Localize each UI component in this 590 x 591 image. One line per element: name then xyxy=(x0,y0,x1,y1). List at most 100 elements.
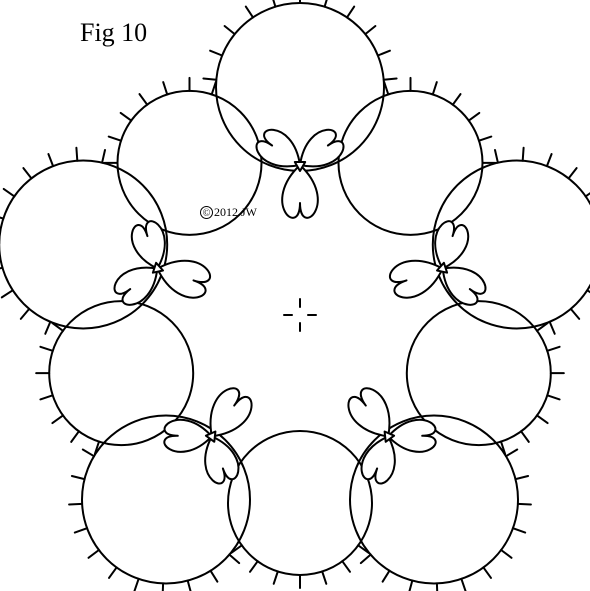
picot xyxy=(93,440,100,455)
picot xyxy=(435,582,439,591)
picot xyxy=(376,49,391,57)
side-petal-ring xyxy=(387,418,437,453)
picot xyxy=(346,5,356,19)
side-petal-ring xyxy=(434,220,470,270)
picot xyxy=(107,135,122,142)
side-petal-ring xyxy=(130,220,166,270)
picot xyxy=(244,5,254,19)
picot xyxy=(586,289,590,294)
picot xyxy=(505,448,519,458)
picot xyxy=(545,153,553,168)
side-petal-ring xyxy=(441,266,487,306)
picot xyxy=(138,93,149,106)
picot xyxy=(0,266,4,270)
outer-ring xyxy=(431,159,590,330)
picot xyxy=(460,577,467,591)
picot xyxy=(584,192,590,198)
picot xyxy=(520,430,530,443)
picot xyxy=(51,322,64,332)
picot xyxy=(68,502,84,506)
picot xyxy=(548,320,556,335)
join-triangle xyxy=(293,161,307,172)
outer-ring xyxy=(0,159,169,330)
side-petal-ring xyxy=(163,418,213,453)
picot xyxy=(119,111,133,122)
picot xyxy=(272,0,277,8)
side-petal-ring xyxy=(360,435,396,485)
picot xyxy=(44,320,52,335)
picot xyxy=(341,560,351,573)
inner-petal-ring xyxy=(389,259,444,299)
picot xyxy=(47,153,55,168)
picot xyxy=(209,569,219,583)
picot xyxy=(359,553,372,565)
picot xyxy=(39,394,54,401)
picot xyxy=(209,49,224,57)
picot xyxy=(546,345,561,352)
outer-ring xyxy=(81,414,251,585)
picot xyxy=(70,430,80,443)
picot xyxy=(272,570,279,585)
picot xyxy=(39,345,54,352)
inner-petal-ring xyxy=(156,259,211,299)
picot xyxy=(81,448,95,458)
side-petal-ring xyxy=(255,128,301,168)
picot xyxy=(431,81,438,96)
picot xyxy=(0,289,14,299)
picot xyxy=(162,81,169,96)
join-triangle xyxy=(204,430,217,443)
copyright-text: 2012 JW xyxy=(214,205,257,219)
join-triangle xyxy=(436,261,449,274)
join-triangle xyxy=(383,430,396,443)
inner-petal-ring xyxy=(209,387,253,438)
picot xyxy=(567,167,578,180)
picot xyxy=(51,414,64,425)
picot xyxy=(521,146,525,162)
picot xyxy=(87,549,100,559)
picot xyxy=(383,81,390,96)
picot xyxy=(22,167,33,180)
picot xyxy=(514,475,530,481)
picot xyxy=(546,394,561,401)
picot xyxy=(323,0,328,8)
picot xyxy=(467,111,481,122)
picot xyxy=(228,553,241,565)
copyright-icon: © xyxy=(200,206,213,219)
chain-ring xyxy=(337,89,484,236)
outer-ring xyxy=(215,2,385,172)
picot xyxy=(516,502,532,506)
picot xyxy=(382,77,398,81)
inner-petal-ring xyxy=(347,387,391,438)
picot xyxy=(569,307,581,320)
picot xyxy=(321,570,328,585)
copyright-notice: © 2012 JW xyxy=(200,205,257,220)
picot xyxy=(0,216,5,220)
picot xyxy=(500,440,507,455)
picot xyxy=(408,579,414,591)
picot xyxy=(230,544,243,554)
picot xyxy=(536,322,549,332)
side-petal-ring xyxy=(204,435,240,485)
picot xyxy=(186,579,192,591)
picot xyxy=(500,549,513,559)
picot xyxy=(70,475,86,481)
picot xyxy=(2,187,16,198)
picot xyxy=(202,77,218,81)
picot xyxy=(73,527,89,534)
figure-label: Fig 10 xyxy=(80,18,148,47)
picot xyxy=(381,569,391,583)
picot xyxy=(223,25,236,36)
picot xyxy=(478,135,493,142)
picot xyxy=(249,560,259,573)
side-petal-ring xyxy=(299,128,345,168)
side-petal-ring xyxy=(113,266,159,306)
picot xyxy=(101,149,106,164)
picot xyxy=(494,149,499,164)
inner-petal-ring xyxy=(281,164,319,219)
picot xyxy=(357,544,370,554)
picot xyxy=(108,566,118,579)
picot xyxy=(75,146,79,162)
outer-ring xyxy=(349,414,519,585)
picot xyxy=(536,414,549,425)
